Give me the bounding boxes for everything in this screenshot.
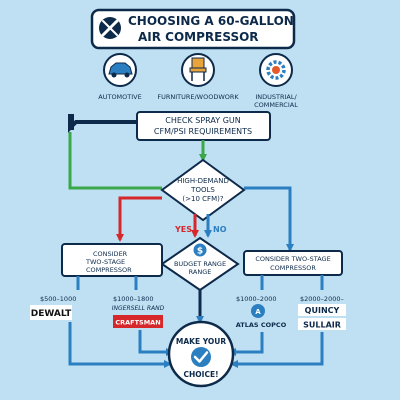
connector-no-right [244,186,294,252]
consider-right-line-2: COMPRESSOR [270,264,316,272]
connector-bottom-left-inner [138,330,174,356]
chair-icon [189,57,207,81]
consider-left-line-3: COMPRESSOR [86,266,132,274]
title-banner: CHOOSING A 60-GALLON AIR COMPRESSOR [90,8,296,50]
decision-tools-diamond: HIGH-DEMAND TOOLS (>10 CFM)? [160,158,246,222]
title-line-2: AIR COMPRESSOR [138,30,259,44]
consider-right-box: CONSIDER TWO-STAGE COMPRESSOR [243,250,343,276]
step-check-box: CHECK SPRAY GUN CFM/PSI REQUIREMENTS [136,111,271,141]
decision-budget-line-2: RANGE [189,268,212,276]
category-industrial: INDUSTRIAL/ COMMERCIAL [254,53,298,109]
brand-quincy: QUINCY [305,306,340,315]
decision-budget-diamond: $ BUDGET RANGE RANGE [160,236,240,292]
connector-bottom-right-inner [228,332,264,356]
svg-text:$: $ [197,247,203,257]
connector-bottom-left-outer [68,322,172,368]
step-check-line-2: CFM/PSI REQUIREMENTS [154,127,252,136]
step-check-line-1: CHECK SPRAY GUN [165,116,241,125]
title-line-1: CHOOSING A 60-GALLON [128,14,294,28]
connector-yes-left [116,196,162,242]
decision-budget-line-1: BUDGET RANGE [174,260,226,268]
price-ingersoll: $1000–1800 [113,295,153,303]
price-quincy: $2000–2000– [300,295,344,303]
sullair-logo: SULLAIR [298,318,346,330]
decision-tools-line-1: HIGH-DEMAND [177,177,229,185]
price-atlas: $1000–2000 [236,295,276,303]
category-label: AUTOMOTIVE [98,93,141,101]
category-label-line-2: COMMERCIAL [254,101,298,109]
dewalt-logo: DEWALT [30,305,72,320]
car-icon [108,62,133,78]
brand-dewalt: DEWALT [31,309,72,319]
wrench-screwdriver-icon [99,17,121,39]
gear-icon [266,60,286,80]
decision-tools-line-3: (>10 CFM)? [182,195,223,203]
brand-craftsman: CRAFTSMAN [115,319,160,327]
entry-arrow-cap [68,114,74,130]
no-label: NO [213,225,227,234]
brand-sullair: SULLAIR [303,321,341,330]
category-label: FURNITURE/WOODWORK [157,93,239,101]
quincy-logo: QUINCY [298,304,346,316]
brand-atlas: ATLAS COPCO [236,321,287,329]
dollar-icon: $ [193,243,207,257]
consider-left-line-1: CONSIDER [93,250,128,258]
price-dewalt: $500–1000 [40,295,76,303]
consider-right-line-1: CONSIDER TWO-STAGE [255,255,330,263]
make-choice-line-1: MAKE YOUR [176,337,226,346]
make-choice-node: MAKE YOUR CHOICE! [167,320,235,388]
entry-arrow [68,116,136,133]
consider-left-line-2: TWO-STAGE [85,258,125,266]
category-furniture: FURNITURE/WOODWORK [157,53,239,101]
yes-label: YES [174,225,192,234]
brand-ingersoll: INGERSELL RAND [112,305,165,312]
connector-green-left [68,132,162,190]
checkmark-icon [191,347,211,367]
consider-left-box: CONSIDER TWO-STAGE COMPRESSOR [61,243,163,277]
category-label-line-1: INDUSTRIAL/ [255,93,297,101]
craftsman-logo: CRAFTSMAN [113,315,163,328]
decision-tools-line-2: TOOLS [190,186,215,194]
connector-bottom-right-outer [230,332,324,368]
category-automotive: AUTOMOTIVE [98,53,142,101]
svg-text:A: A [255,308,261,316]
atlas-copco-logo: A ATLAS COPCO [236,304,287,329]
make-choice-line-2: CHOICE! [184,370,219,379]
